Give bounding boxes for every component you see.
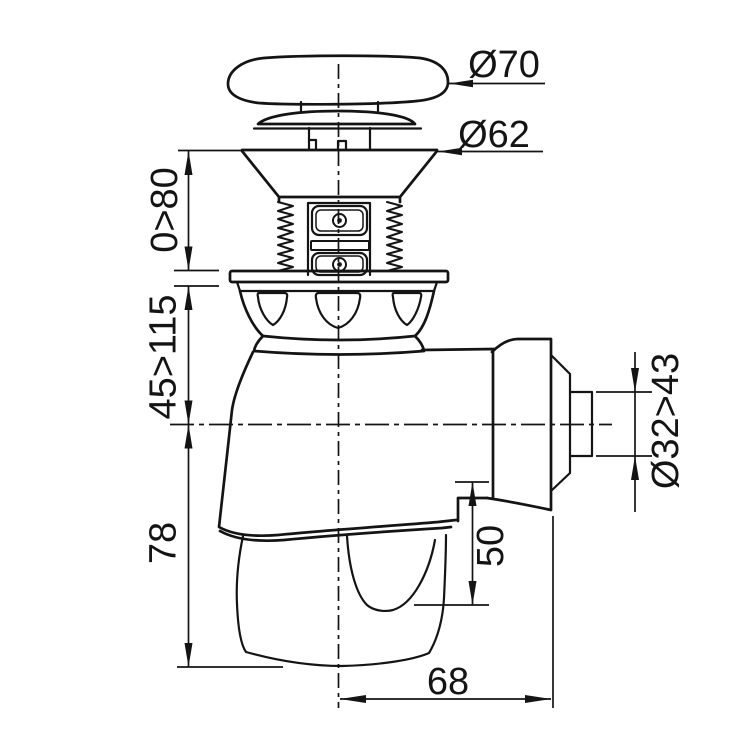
plug-cap [226, 54, 450, 106]
plug-dish [256, 109, 417, 126]
tailpiece-screw-upper [332, 213, 347, 228]
fixture-outline [217, 54, 594, 668]
thread-left [277, 201, 294, 272]
mounting-band [235, 280, 439, 293]
cup-depth-label: 50 [470, 525, 512, 567]
dimension-labels: Ø70 Ø62 0>80 45>115 78 Ø32>43 50 68 [143, 44, 688, 703]
plug-stem-links [299, 100, 380, 152]
outlet-diameter-range-label: Ø32>43 [645, 353, 687, 489]
tailpiece-bar [310, 240, 370, 251]
cup-inner-tube [345, 534, 437, 613]
strainer-slots [256, 291, 423, 330]
cap-diameter-label: Ø70 [468, 44, 540, 86]
body-height-label: 78 [143, 522, 185, 564]
upper-adjust-range-label: 0>80 [144, 167, 186, 253]
tailpiece-block-upper [310, 204, 369, 237]
trap-body-shell [217, 350, 489, 543]
inner-cup [235, 533, 448, 668]
tailpiece-block-upper-inner [315, 209, 364, 232]
flange-diameter-label: Ø62 [458, 114, 530, 156]
tailpiece-block-lower [310, 251, 369, 277]
strainer-basket [238, 289, 436, 342]
outlet-length-label: 68 [427, 661, 469, 703]
thread-right [386, 201, 403, 272]
tailpiece-screw-lower-dot [337, 262, 342, 267]
inlet-height-range-label: 45>115 [143, 294, 185, 419]
measure-lines [187, 82, 636, 700]
extension-lines [174, 149, 652, 708]
centerlines [170, 64, 612, 708]
dimension-lines [174, 79, 652, 708]
outlet-cone-stub [549, 353, 594, 493]
waste-flange [240, 148, 439, 204]
